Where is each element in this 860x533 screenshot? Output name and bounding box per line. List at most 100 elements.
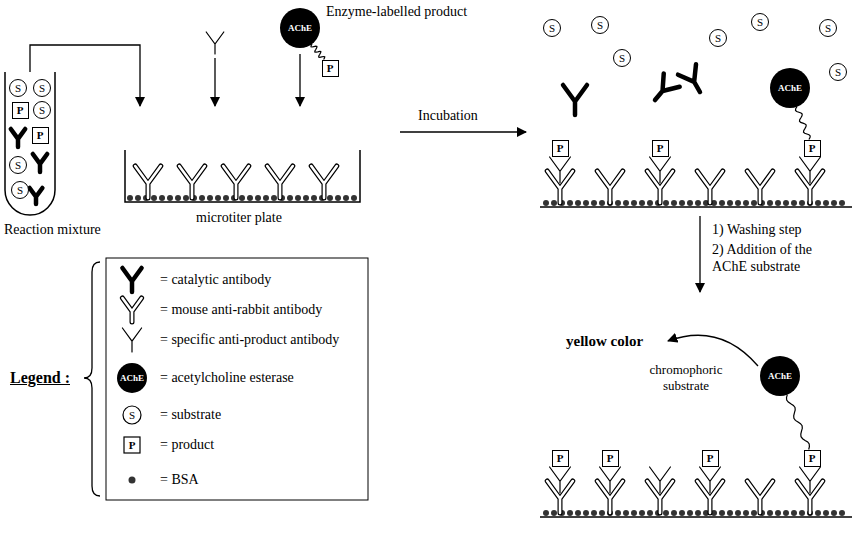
bsa-dot [343,195,349,201]
bsa-dot [551,510,557,516]
antibody-stroke [11,129,25,147]
antibody-fill [179,166,205,198]
node-text: S [715,33,721,44]
mouse-antibody [747,171,773,203]
note-label: chromophoric substrate [636,362,736,393]
antibody-stroke [122,328,141,352]
bsa-dot [679,510,685,516]
bsa-dot [567,510,573,516]
specific-antibody [550,157,571,183]
antibody-arrow [214,58,215,106]
ache-enzyme: AChE [770,68,810,108]
catalytic-antibody [30,188,43,204]
bsa-dot [663,510,669,516]
bsa-dot [295,195,301,201]
substrate-circle: S [33,101,51,119]
node-text: P [327,63,334,74]
product-box: P [602,450,619,467]
result-label: yellow color [566,332,643,350]
specific-antibody [550,467,571,493]
sample-text: P [129,440,136,451]
bsa-dot [567,200,573,206]
bsa-dot [687,510,693,516]
mouse-antibody [697,171,723,203]
mouse-antibody [747,481,773,513]
bsa-dot [823,200,829,206]
mouse-antibody [122,298,141,322]
specific-antibody [800,467,821,493]
specific-antibody [206,32,224,54]
product-box: P [804,140,821,157]
bsa-dot [823,510,829,516]
bsa-dot [543,510,549,516]
bsa-dot [287,195,293,201]
well-bottom [540,206,852,208]
legend-frame [106,258,368,500]
antibody-stroke [650,157,671,183]
bsa-dot [831,510,837,516]
mouse-antibody [267,166,293,198]
antibody-fill [697,171,723,203]
node-text: S [15,160,21,171]
bsa-dot [135,195,141,201]
bsa-dot [207,195,213,201]
bsa-dot [831,200,837,206]
bsa-dot [255,195,261,201]
legend-substrate-sample [123,406,141,424]
specific-antibody [650,467,671,493]
substrate-circle: S [709,29,727,47]
substrate-circle: S [11,181,29,199]
substrate-circle: S [33,79,51,97]
bsa-dot [695,510,701,516]
antibody-stroke [650,467,671,493]
substrate-circle: S [829,63,847,81]
bsa-dot [223,195,229,201]
legend-ache-sample [117,363,147,393]
bsa-dot [623,510,629,516]
legend-brace [84,262,100,496]
bsa-dot [751,510,757,516]
bsa-dot [599,200,605,206]
antibody-stroke [647,73,680,106]
bsa-dot [311,195,317,201]
mouse-antibody [597,171,623,203]
ache-enzyme: AChE [760,356,800,396]
linker-line [311,44,325,60]
node-text: S [39,105,45,116]
node-text: AChE [768,372,792,381]
bsa-dot [719,200,725,206]
legend-entry: = product [160,437,214,454]
antibody-stroke [800,467,821,493]
substrate-circle: S [819,19,837,37]
bsa-dot [783,510,789,516]
bsa-dot [743,200,749,206]
antibody-fill [267,166,293,198]
reaction-arrow [668,335,758,366]
antibody-fill [122,298,141,322]
bsa-dot [591,510,597,516]
mouse-antibody [179,166,205,198]
bsa-dot [175,195,181,201]
catalytic-antibody [647,73,680,106]
step-label: Incubation [418,108,478,125]
antibody-fill [223,166,249,198]
antibody-outline [122,298,141,322]
test-tube [5,72,55,215]
bsa-dot [743,510,749,516]
product-box: P [552,140,569,157]
step-arrow [699,216,700,292]
bsa-dot [791,510,797,516]
node-text: P [607,453,614,464]
specific-antibody [800,157,821,183]
bsa-dot [543,200,549,206]
bsa-dot [815,200,821,206]
node-text: S [17,185,23,196]
legend-product-sample [124,437,140,453]
antibody-stroke [550,157,571,183]
bsa-dot [663,200,669,206]
node-text: P [37,130,44,141]
step-label: 2) Addition of the AChE substrate [712,242,844,276]
bsa-dot [631,200,637,206]
legend-entry: = BSA [160,472,199,489]
sample-text: S [129,410,135,421]
